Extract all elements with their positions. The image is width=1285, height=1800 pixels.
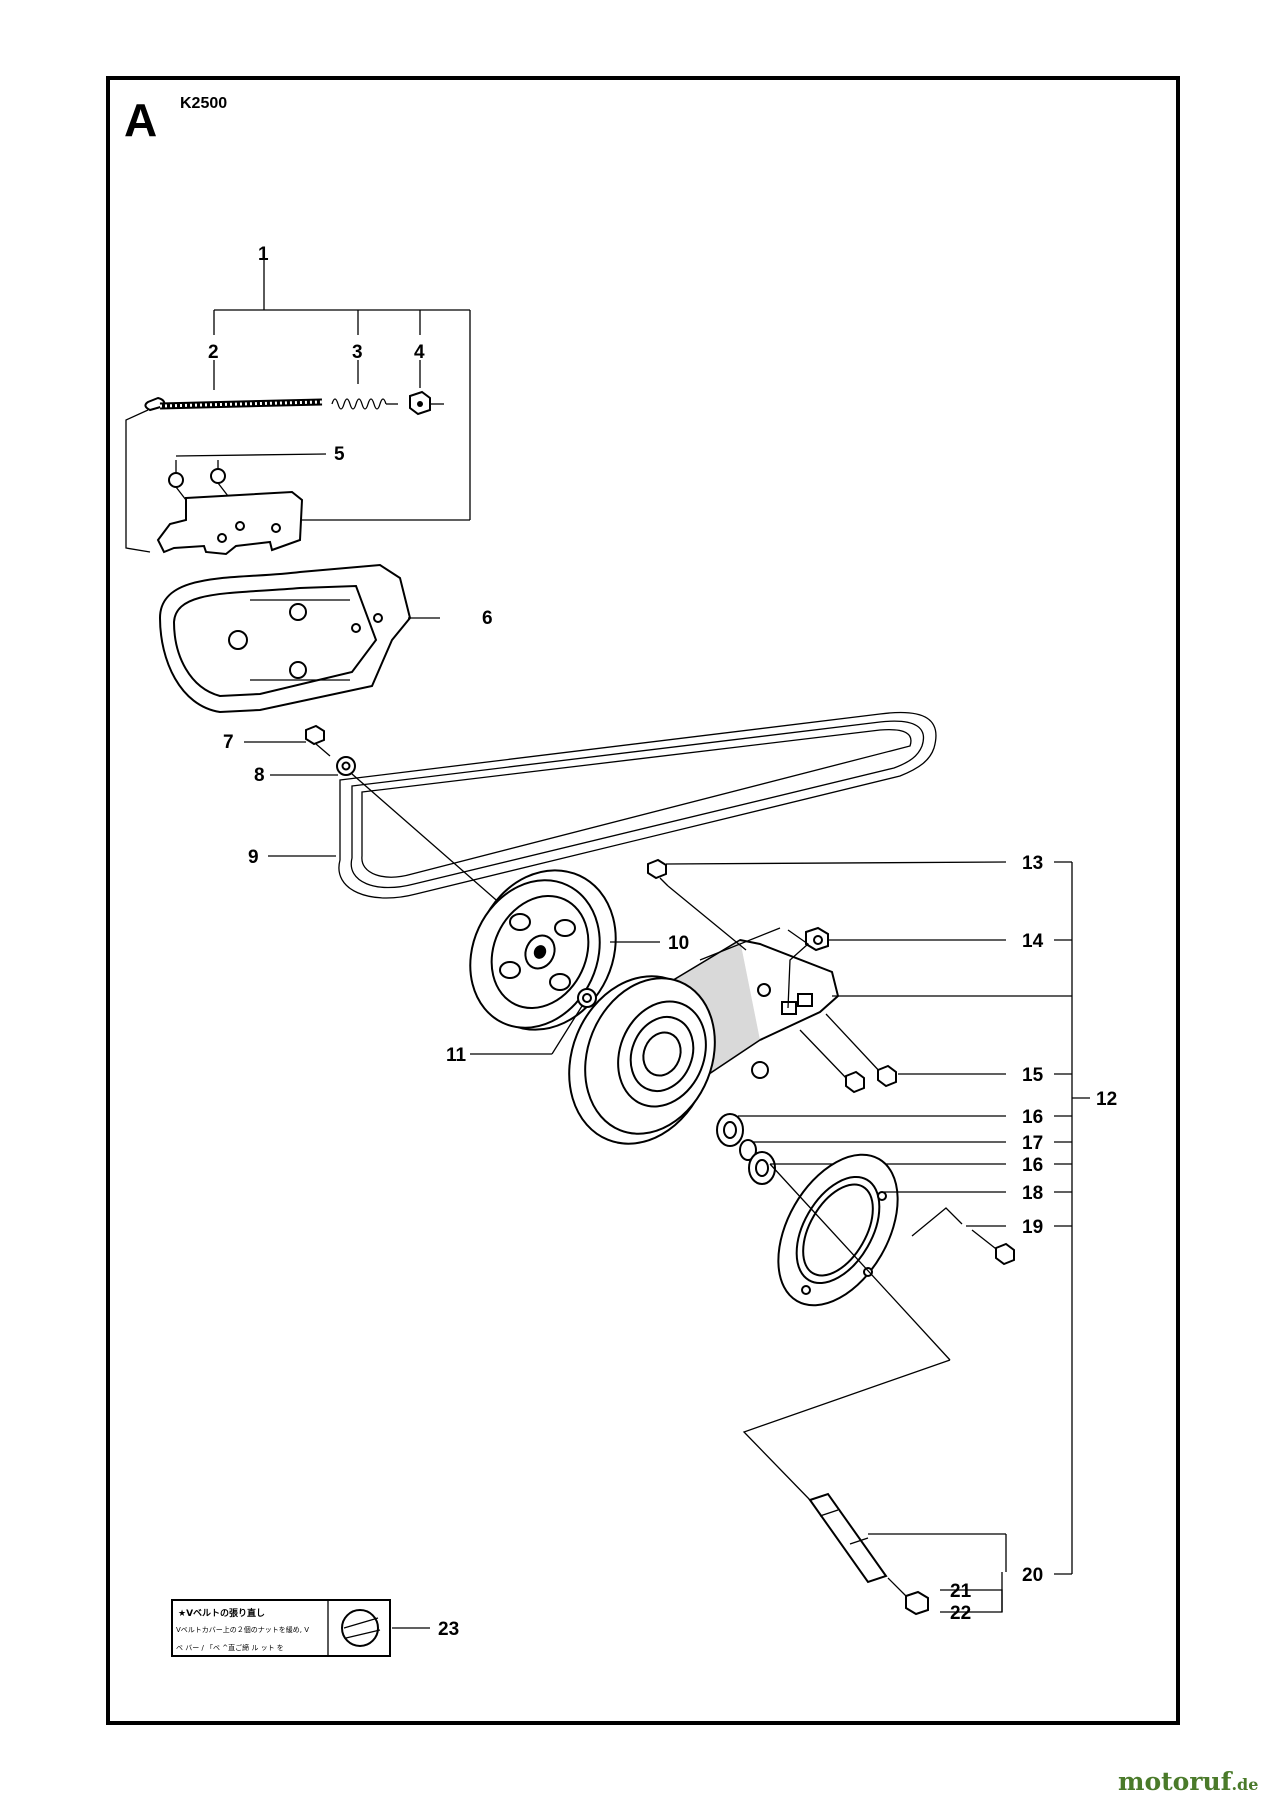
callout-21: 21 (950, 1581, 972, 1602)
callout-2: 2 (208, 342, 219, 363)
belt-guard-part (158, 563, 440, 714)
watermark-brand: motoruf (1118, 1767, 1234, 1796)
callout-16a: 16 (1022, 1107, 1043, 1128)
callout-22: 22 (950, 1603, 971, 1624)
spring-part (331, 398, 398, 410)
callout-3: 3 (352, 342, 363, 363)
callout-23: 23 (438, 1619, 459, 1640)
callout-5: 5 (334, 444, 345, 465)
callout-15: 15 (1022, 1065, 1044, 1086)
shaft-part-20 (742, 1359, 951, 1584)
bracket-plate-part (156, 453, 327, 556)
callout-16b: 16 (1022, 1155, 1043, 1176)
callout-8: 8 (254, 765, 265, 786)
drive-pulley-part (568, 975, 716, 1145)
sheet-frame (106, 76, 1180, 1725)
callout-11: 11 (446, 1045, 467, 1066)
callout-12: 12 (1096, 1089, 1117, 1110)
callout-14: 14 (1022, 931, 1044, 952)
callout-17: 17 (1022, 1133, 1043, 1154)
callout-7: 7 (223, 732, 234, 753)
bearing-part-16a (716, 1113, 744, 1147)
bolt-part-13 (647, 858, 669, 887)
warning-decal-part: ★Vベルトの張り直し Vベルトカバー上の２個のナットを緩め, V ベ バー / … (171, 1599, 430, 1657)
callout-9: 9 (248, 847, 259, 868)
flange-part-18 (777, 1153, 899, 1307)
watermark-tld: .de (1231, 1775, 1258, 1794)
bolt-part-15 (799, 1013, 897, 1094)
callout-6: 6 (482, 608, 493, 629)
callout-1: 1 (258, 244, 269, 265)
decal-line-2: Vベルトカバー上の２個のナットを緩め, V (176, 1625, 309, 1634)
screw-part-21 (887, 1577, 929, 1616)
decal-line-3: ベ バー / 「ベ ^直ご締 ル ット を (176, 1643, 284, 1652)
v-belt-part (338, 711, 937, 899)
callout-numbers: 1 2 3 4 5 6 7 8 9 10 11 12 13 14 15 16 1… (208, 244, 1117, 1640)
spacer-part-17 (739, 1139, 757, 1161)
pulley-part (469, 869, 617, 1031)
sheet-letter: A (124, 94, 157, 146)
nut-part-14 (805, 926, 829, 952)
svg-text:motoruf.de: motoruf.de (1118, 1767, 1258, 1796)
group-12-bracket (1054, 861, 1090, 1575)
screw-part-19 (971, 1229, 1015, 1266)
callout-4: 4 (414, 342, 425, 363)
tension-screw-part (125, 396, 323, 553)
model-name: K2500 (180, 95, 227, 112)
callout-13: 13 (1022, 853, 1043, 874)
bolt-part-7 (305, 724, 331, 757)
decal-line-1: ★Vベルトの張り直し (178, 1607, 265, 1619)
tensioner-kit-leaders (213, 260, 471, 521)
motoruf-watermark: motoruf.de (1118, 1767, 1258, 1796)
callout-20: 20 (1022, 1565, 1043, 1586)
callout-18: 18 (1022, 1183, 1043, 1204)
callout-19: 19 (1022, 1217, 1043, 1238)
nut-part-4 (409, 390, 444, 416)
callout-10: 10 (668, 933, 689, 954)
bearing-part-16b (748, 1151, 776, 1185)
washer-part-11 (577, 988, 597, 1008)
washer-part-8 (336, 756, 356, 776)
